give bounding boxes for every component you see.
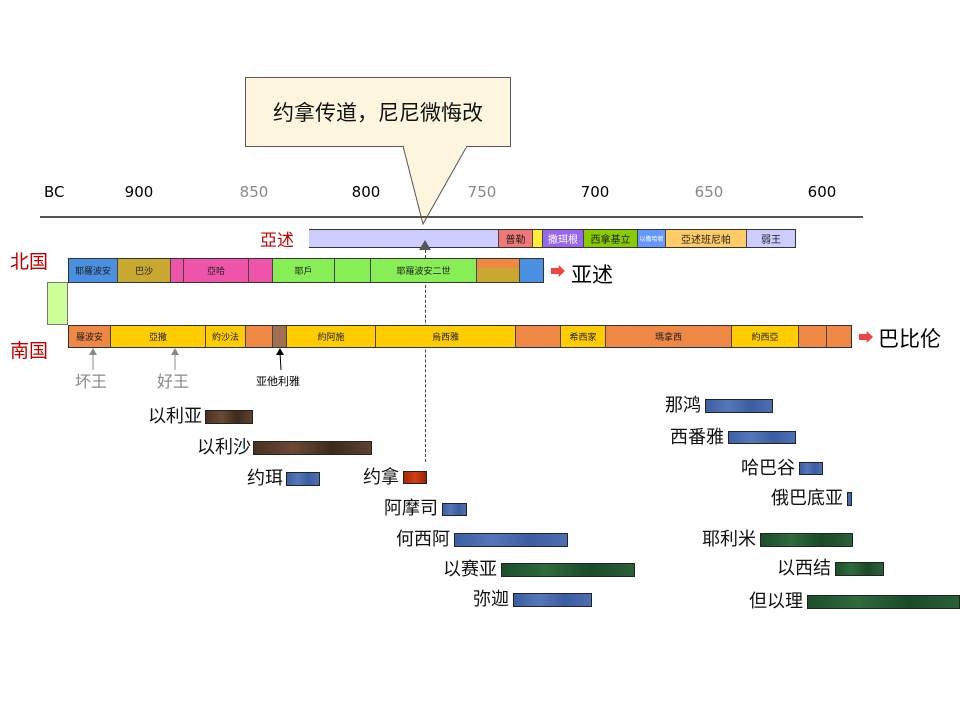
assyria-shalmaneser <box>533 230 543 247</box>
tick-750: 750 <box>467 183 497 201</box>
axis-era: BC <box>44 183 65 201</box>
north-jeroboam-ii: 耶羅波安二世 <box>371 259 477 282</box>
divided-kingdom-block <box>47 282 68 325</box>
prophet-label: 以利沙 <box>197 437 251 458</box>
north-baasha: 巴沙 <box>118 259 171 282</box>
south-joash: 約阿施 <box>287 326 376 347</box>
north-ahab: 亞哈 <box>184 259 249 282</box>
south-end-label: 巴比伦 <box>878 327 941 351</box>
prophet-bar <box>799 462 823 475</box>
jonah-dashed-line <box>425 250 426 462</box>
north-jehoahaz <box>335 259 371 282</box>
prophet-label: 那鸿 <box>665 395 701 416</box>
prophet-bar <box>835 562 884 576</box>
prophet-bar <box>513 593 592 607</box>
prophet-bar <box>728 431 796 444</box>
south-kingdom-row: 羅波安 亞撒 約沙法 約阿施 烏西雅 希西家 瑪拿西 約西亞 <box>68 325 852 348</box>
tick-800: 800 <box>351 183 381 201</box>
prophet-bar <box>705 399 773 413</box>
assyria-esarhaddon: 以撒哈顿 <box>638 230 666 247</box>
north-kingdom-row: 耶羅波安 巴沙 亞哈 耶戶 耶羅波安二世 <box>68 258 544 283</box>
north-jehu: 耶戶 <box>273 259 335 282</box>
south-jehoram <box>246 326 273 347</box>
north-omri <box>171 259 184 282</box>
prophet-label: 以赛亚 <box>443 559 497 580</box>
south-asa: 亞撒 <box>111 326 206 347</box>
prophet-label: 约拿 <box>363 467 399 488</box>
prophet-bar <box>442 503 467 516</box>
callout-box: 约拿传道，尼尼微悔改 <box>245 77 511 147</box>
prophet-label: 以利亚 <box>148 406 202 427</box>
assyria-weak-kings: 弱王 <box>747 230 795 247</box>
arrow-right-icon <box>859 331 873 343</box>
arrow-right-icon <box>551 265 565 277</box>
south-jehoiakim <box>799 326 827 347</box>
prophet-bar <box>454 533 568 547</box>
prophet-label: 约珥 <box>247 468 283 489</box>
prophet-bar <box>205 410 253 424</box>
south-josiah: 約西亞 <box>732 326 799 347</box>
north-late-kings <box>477 259 520 282</box>
prophet-bar <box>847 492 852 506</box>
prophet-label: 俄巴底亚 <box>771 488 843 509</box>
prophet-label: 弥迦 <box>473 589 509 610</box>
prophet-bar <box>403 471 427 484</box>
north-kingdom-label: 北国 <box>10 251 49 273</box>
assyria-early <box>309 230 499 247</box>
south-zedekiah <box>827 326 851 347</box>
south-jehoshaphat: 約沙法 <box>206 326 246 347</box>
prophet-label: 西番雅 <box>670 427 724 448</box>
prophet-label: 阿摩司 <box>384 498 438 519</box>
north-end-label: 亚述 <box>571 263 613 287</box>
athaliah-label: 亚他利雅 <box>256 375 300 388</box>
assyria-sargon: 撒珥根 <box>543 230 584 247</box>
tick-850: 850 <box>239 183 269 201</box>
prophet-bar <box>760 533 853 547</box>
prophet-bar <box>501 563 635 577</box>
south-ahaz <box>516 326 561 347</box>
south-manasseh: 瑪拿西 <box>606 326 732 347</box>
callout-text: 约拿传道，尼尼微悔改 <box>273 101 483 125</box>
tick-700: 700 <box>580 183 610 201</box>
north-jeroboam: 耶羅波安 <box>69 259 118 282</box>
prophet-label: 何西阿 <box>396 529 450 550</box>
prophet-bar <box>253 441 372 455</box>
prophet-label: 但以理 <box>749 591 803 612</box>
south-rehoboam: 羅波安 <box>69 326 111 347</box>
prophet-bar <box>286 472 320 486</box>
good-king-label: 好王 <box>157 372 190 391</box>
assyria-sennacherib: 西拿基立 <box>584 230 638 247</box>
marker-triangle-icon <box>419 240 431 250</box>
annotation-arrows <box>89 348 284 370</box>
tick-600: 600 <box>807 183 837 201</box>
prophet-bar <box>807 595 960 609</box>
north-hoshea <box>520 259 543 282</box>
north-ahab-sons <box>249 259 273 282</box>
tick-900: 900 <box>124 183 154 201</box>
south-hezekiah: 希西家 <box>561 326 606 347</box>
assyria-pul: 普勒 <box>499 230 533 247</box>
callout-pointer <box>402 146 468 226</box>
tick-650: 650 <box>694 183 724 201</box>
prophet-label: 耶利米 <box>702 529 756 550</box>
assyria-ashurbanipal: 亞述班尼帕 <box>666 230 747 247</box>
bad-king-label: 坏王 <box>75 372 108 391</box>
prophet-label: 哈巴谷 <box>741 458 795 479</box>
south-kingdom-label: 南国 <box>10 340 49 362</box>
south-athaliah <box>273 326 287 347</box>
south-uzziah: 烏西雅 <box>376 326 516 347</box>
axis-line <box>40 216 863 218</box>
assyria-row: 普勒 撒珥根 西拿基立 以撒哈顿 亞述班尼帕 弱王 <box>309 229 796 248</box>
prophet-label: 以西结 <box>777 558 831 579</box>
assyria-label: 亞述 <box>260 231 294 251</box>
